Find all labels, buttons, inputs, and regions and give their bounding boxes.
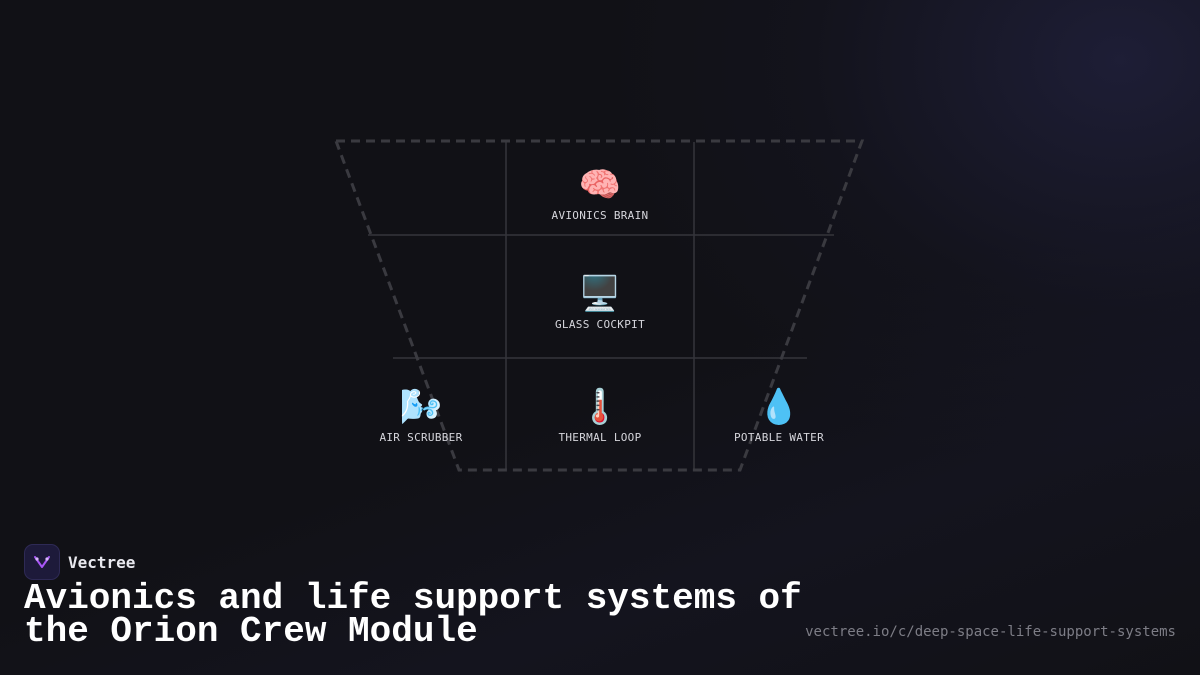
brain-icon: 🧠 — [578, 165, 622, 205]
source-url[interactable]: vectree.io/c/deep-space-life-support-sys… — [805, 624, 1176, 640]
node-potable-water: 💧 POTABLE WATER — [699, 387, 859, 444]
node-air-scrubber: 🌬️ AIR SCRUBBER — [341, 387, 501, 444]
trapezoid-outline — [333, 139, 865, 472]
node-avionics-brain: 🧠 AVIONICS BRAIN — [520, 165, 680, 222]
node-thermal-loop: 🌡️ THERMAL LOOP — [520, 387, 680, 444]
node-label: THERMAL LOOP — [558, 431, 642, 444]
vectree-logo-icon — [24, 544, 60, 580]
node-label: GLASS COCKPIT — [555, 318, 645, 331]
vectree-logo-mark — [34, 556, 50, 568]
page-title: Avionics and life support systems of the… — [24, 578, 802, 652]
brand-name: Vectree — [68, 552, 136, 572]
brand[interactable]: Vectree — [24, 544, 135, 580]
node-glass-cockpit: 🖥️ GLASS COCKPIT — [520, 274, 680, 331]
wind-face-icon: 🌬️ — [399, 387, 443, 427]
droplet-icon: 💧 — [757, 387, 801, 427]
node-label: AIR SCRUBBER — [379, 431, 463, 444]
desktop-computer-icon: 🖥️ — [578, 274, 622, 314]
node-label: AVIONICS BRAIN — [551, 209, 649, 222]
node-label: POTABLE WATER — [734, 431, 824, 444]
thermometer-icon: 🌡️ — [578, 387, 622, 427]
